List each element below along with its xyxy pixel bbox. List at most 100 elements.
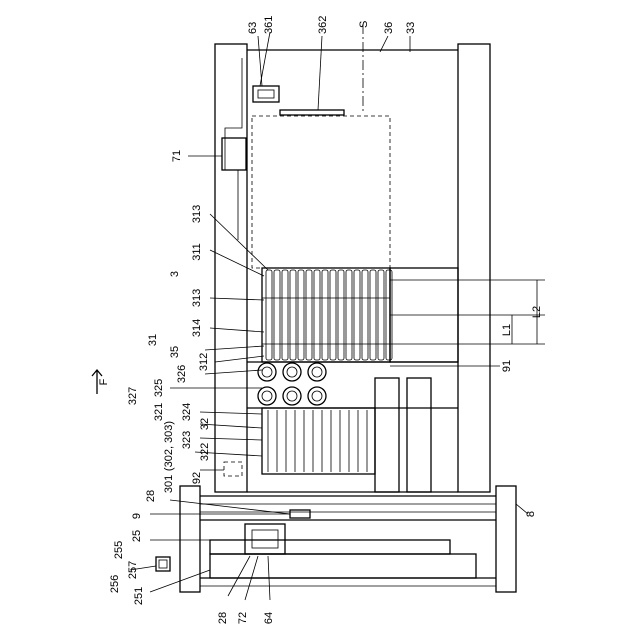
- fin-3: [282, 270, 288, 360]
- roller-1-2: [258, 387, 276, 405]
- slats: [268, 410, 367, 472]
- fin-6: [306, 270, 312, 360]
- label-255: 255: [113, 541, 125, 559]
- label-324: 324: [181, 403, 193, 421]
- fin-14: [370, 270, 376, 360]
- carriage-25: [210, 540, 450, 554]
- label-36: 36: [383, 22, 395, 34]
- block-64-inner: [252, 530, 278, 548]
- fin-11: [346, 270, 352, 360]
- fin-1: [266, 270, 272, 360]
- label-91: 91: [501, 360, 513, 372]
- post-2: [407, 378, 431, 492]
- label-251: 251: [133, 587, 145, 605]
- leader-313b: [210, 298, 264, 300]
- label-3: 3: [169, 271, 181, 277]
- fin-12: [354, 270, 360, 360]
- fin-8: [322, 270, 328, 360]
- leader-314: [210, 328, 264, 332]
- roller-3-2: [308, 387, 326, 405]
- label-28b: 28: [217, 612, 229, 624]
- label-321: 321: [153, 403, 165, 421]
- fin-5: [298, 270, 304, 360]
- rollers: [258, 363, 326, 405]
- label-L1: L1: [501, 324, 513, 336]
- fin-2: [274, 270, 280, 360]
- label-35: 35: [169, 346, 181, 358]
- label-9: 9: [131, 513, 143, 519]
- leader-28b: [228, 556, 250, 596]
- label-33: 33: [405, 22, 417, 34]
- fin-9: [330, 270, 336, 360]
- label-323: 323: [181, 431, 193, 449]
- plate-362: [280, 110, 344, 115]
- label-257: 257: [127, 561, 139, 579]
- roller-hub-1-2: [262, 391, 272, 401]
- label-71: 71: [171, 150, 183, 162]
- leader-326: [205, 370, 262, 374]
- block-64: [245, 524, 285, 554]
- fin-4: [290, 270, 296, 360]
- label-303: (302, 303): [163, 421, 175, 471]
- label-64: 64: [263, 612, 275, 624]
- label-63: 63: [247, 22, 259, 34]
- carriage-251: [210, 554, 476, 578]
- leader-323: [200, 438, 262, 440]
- leader-312: [215, 356, 264, 362]
- label-314: 314: [191, 319, 203, 337]
- roller-hub-2-2: [287, 391, 297, 401]
- label-326: 326: [176, 365, 188, 383]
- label-S: S: [358, 21, 370, 28]
- leader-313a: [210, 214, 268, 270]
- label-L2: L2: [531, 306, 543, 318]
- fin-block: [262, 268, 390, 362]
- fin-13: [362, 270, 368, 360]
- rail-assembly: [156, 486, 516, 592]
- rail-end-right: [496, 486, 516, 592]
- roller-hub-3-2: [312, 391, 322, 401]
- fin-10: [338, 270, 344, 360]
- label-322: 322: [199, 443, 211, 461]
- connector-63-pins: [258, 90, 274, 98]
- roller-2-1: [283, 363, 301, 381]
- label-72: 72: [237, 612, 249, 624]
- part-256: [156, 557, 170, 571]
- label-31: 31: [147, 334, 159, 346]
- roller-hub-1-1: [262, 367, 272, 377]
- fins: [266, 270, 392, 360]
- roller-block: [258, 363, 431, 492]
- label-327: 327: [127, 387, 139, 405]
- label-311: 311: [191, 243, 203, 261]
- leader-324: [200, 412, 262, 414]
- fin-7: [314, 270, 320, 360]
- dashed-92: [224, 462, 242, 476]
- part-256-inner: [159, 560, 167, 568]
- post-1: [375, 378, 399, 492]
- label-F: F: [98, 378, 110, 385]
- label-32: 32: [199, 418, 211, 430]
- back-wall: [458, 44, 490, 492]
- label-8: 8: [525, 511, 537, 517]
- leader-35: [205, 346, 264, 350]
- label-362: 362: [317, 16, 329, 34]
- leader-362: [318, 36, 322, 110]
- label-313b: 313: [191, 289, 203, 307]
- fin-15: [378, 270, 384, 360]
- roller-1-1: [258, 363, 276, 381]
- label-256: 256: [109, 575, 121, 593]
- stack-outline: [252, 116, 390, 268]
- roller-hub-2-1: [287, 367, 297, 377]
- label-28a: 28: [145, 490, 157, 502]
- slider-9: [290, 510, 310, 518]
- label-361: 361: [263, 16, 275, 34]
- label-301: 301: [163, 475, 175, 493]
- roller-hub-3-1: [312, 367, 322, 377]
- label-92: 92: [191, 472, 203, 484]
- dimensions: [390, 280, 545, 344]
- label-313a: 313: [191, 205, 203, 223]
- label-325: 325: [153, 379, 165, 397]
- label-312: 312: [198, 353, 210, 371]
- leader-lines: [130, 32, 528, 600]
- labels: 63 361 362 S 36 33 71 313 311 3 313 314 …: [98, 16, 543, 624]
